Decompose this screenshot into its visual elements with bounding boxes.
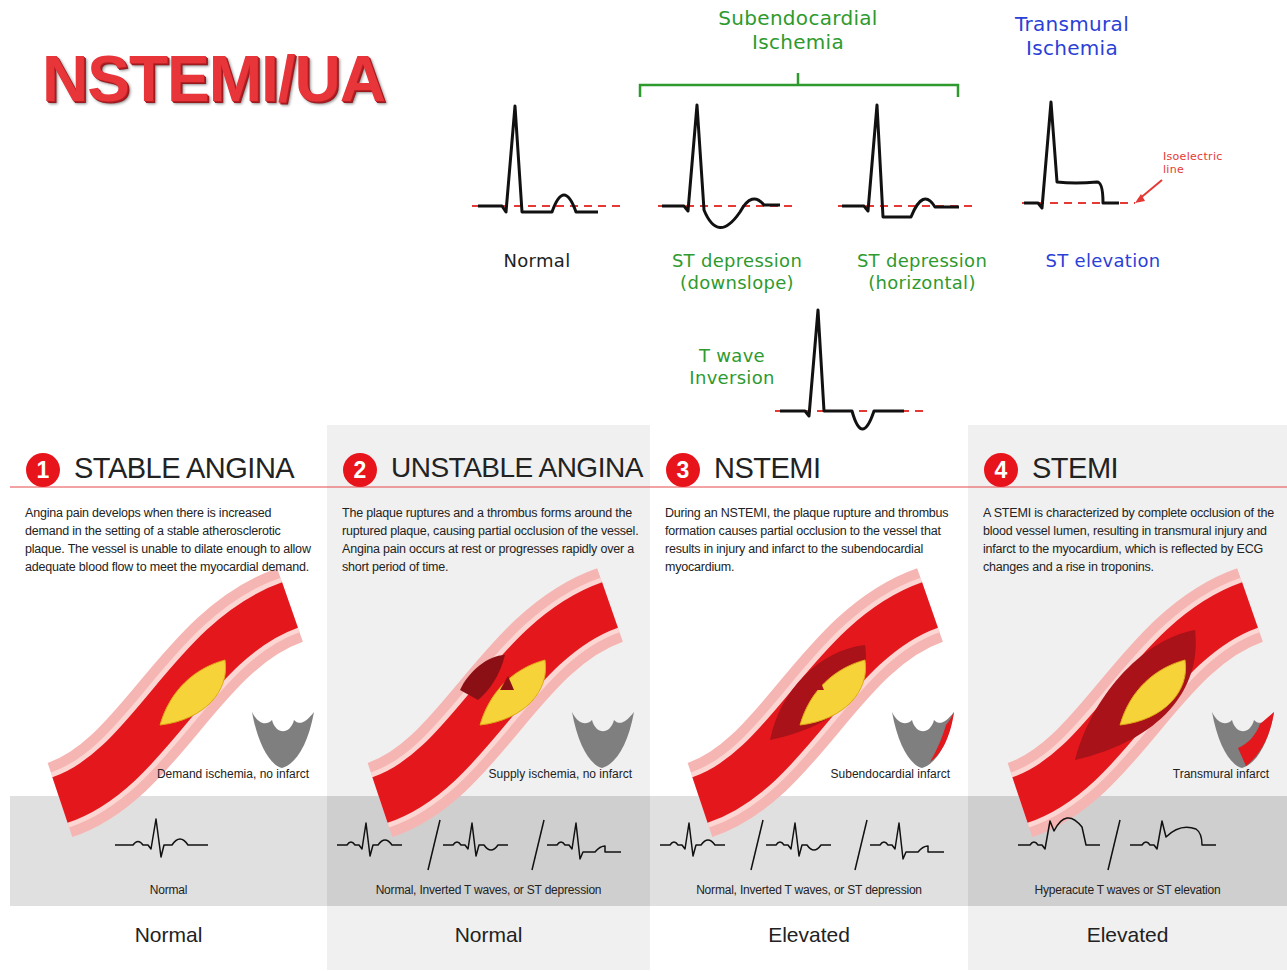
wave-label: ST depression (downslope) bbox=[657, 250, 817, 293]
ecg-caption: Normal, Inverted T waves, or ST depressi… bbox=[327, 883, 650, 897]
infarct-label: Supply ischemia, no infarct bbox=[489, 767, 632, 781]
wave-label: ST elevation bbox=[1028, 250, 1178, 272]
number-badge: 2 bbox=[343, 453, 377, 487]
panel-body: Angina pain develops when there is incre… bbox=[25, 504, 316, 577]
callout-number: 1 bbox=[37, 457, 50, 484]
ecg-caption: Hyperacute T waves or ST elevation bbox=[968, 883, 1287, 897]
troponin-value: Elevated bbox=[968, 923, 1287, 947]
troponin-value: Normal bbox=[327, 923, 650, 947]
title: NSTEMI/UA bbox=[42, 42, 385, 116]
number-badge: 3 bbox=[666, 453, 700, 487]
panel-body: The plaque ruptures and a thrombus forms… bbox=[342, 504, 639, 577]
line-label: Isoelectric line bbox=[1163, 150, 1227, 176]
stage-panel: UNSTABLE ANGINA The plaque ruptures and a… bbox=[327, 425, 650, 965]
troponin-value: Normal bbox=[10, 923, 327, 947]
ecg-caption: Normal bbox=[10, 883, 327, 897]
panel-heading: STEMI bbox=[1032, 452, 1118, 485]
troponin-value: Elevated bbox=[650, 923, 968, 947]
group-label: Subendocardial Ischemia bbox=[698, 6, 898, 54]
number-badge: 1 bbox=[26, 453, 60, 487]
ecg-band: Normal, Inverted T waves, or ST depressi… bbox=[327, 796, 650, 906]
panel-heading: UNSTABLE ANGINA bbox=[391, 452, 643, 484]
callout-number: 2 bbox=[354, 457, 367, 484]
ecg-band: Normal, Inverted T waves, or ST depressi… bbox=[650, 796, 968, 906]
infarct-label: Transmural infarct bbox=[1173, 767, 1269, 781]
ecg-band: Hyperacute T waves or ST elevation bbox=[968, 796, 1287, 906]
stage-panel: STEMI A STEMI is characterized by complet… bbox=[968, 425, 1287, 965]
panel-body: A STEMI is characterized by complete occ… bbox=[983, 504, 1276, 577]
number-badge: 4 bbox=[984, 453, 1018, 487]
panel-heading: STABLE ANGINA bbox=[74, 452, 294, 485]
ecg-caption: Normal, Inverted T waves, or ST depressi… bbox=[650, 883, 968, 897]
wave-label: T wave Inversion bbox=[677, 345, 787, 388]
infarct-label: Subendocardial infarct bbox=[831, 767, 950, 781]
panel-heading: NSTEMI bbox=[714, 452, 821, 485]
stage-panel: STABLE ANGINA Angina pain develops when t… bbox=[10, 425, 327, 965]
ecg-band: Normal bbox=[10, 796, 327, 906]
wave-label: ST depression (horizontal) bbox=[842, 250, 1002, 293]
callout-number: 4 bbox=[995, 457, 1008, 484]
group-label: Transmural Ischemia bbox=[992, 12, 1152, 60]
callout-number: 3 bbox=[677, 457, 690, 484]
infarct-label: Demand ischemia, no infarct bbox=[157, 767, 309, 781]
panel-body: During an NSTEMI, the plaque rupture and… bbox=[665, 504, 957, 577]
wave-label: Normal bbox=[477, 250, 597, 272]
stage-panel: NSTEMI During an NSTEMI, the plaque ruptu… bbox=[650, 425, 968, 965]
